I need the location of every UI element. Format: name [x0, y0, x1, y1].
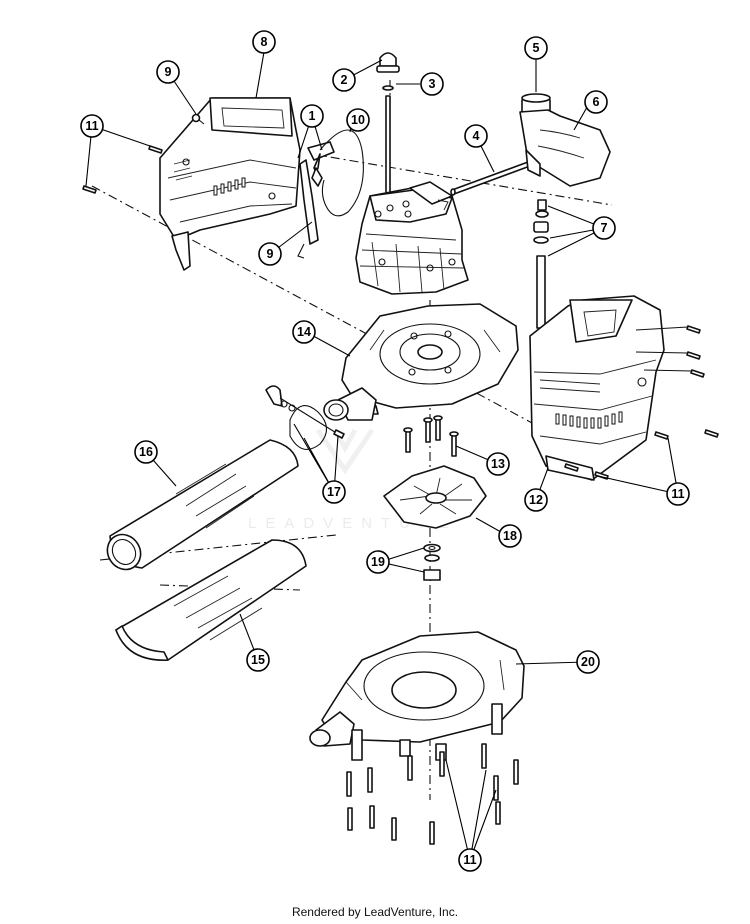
- callout-11-upper-left: 11: [80, 114, 104, 138]
- svg-text:12: 12: [529, 493, 543, 507]
- callout-18: 18: [498, 524, 522, 548]
- blower-nozzle-15: [115, 539, 307, 661]
- housing-vent-slots: [213, 177, 246, 196]
- washers-and-nut: [423, 543, 441, 581]
- callout-10: 10: [346, 108, 370, 132]
- callout-17: 17: [322, 480, 346, 504]
- screws-11-lower: [346, 743, 519, 845]
- svg-text:3: 3: [429, 77, 436, 91]
- svg-text:8: 8: [261, 35, 268, 49]
- callout-11-bottom: 11: [458, 848, 482, 872]
- callout-6: 6: [584, 90, 608, 114]
- svg-text:11: 11: [85, 119, 98, 133]
- svg-text:13: 13: [491, 457, 505, 471]
- svg-text:7: 7: [601, 221, 608, 235]
- callout-16: 16: [134, 440, 158, 464]
- housing-right-half: [529, 295, 665, 481]
- callout-13: 13: [486, 452, 510, 476]
- callout-8: 8: [252, 30, 276, 54]
- throttle-rod: [450, 161, 531, 196]
- svg-text:11: 11: [671, 487, 684, 501]
- callout-9-bottom: 9: [258, 242, 282, 266]
- svg-text:1: 1: [309, 109, 316, 123]
- right-housing-vent-slots: [555, 411, 623, 429]
- footer-credit: Rendered by LeadVenture, Inc.: [291, 905, 459, 919]
- svg-text:10: 10: [351, 113, 365, 127]
- housing-left-half: [159, 97, 301, 271]
- screw-9-top: [191, 113, 205, 125]
- callout-9-top: 9: [156, 60, 180, 84]
- svg-text:5: 5: [533, 41, 540, 55]
- callout-3: 3: [420, 72, 444, 96]
- blower-tube-16: [106, 439, 299, 571]
- engine: [355, 181, 469, 295]
- lower-blower-housing: [309, 631, 525, 761]
- svg-text:19: 19: [371, 555, 385, 569]
- watermark-text: LEADVENTURE: [248, 515, 458, 532]
- screws-13: [403, 415, 459, 457]
- svg-text:17: 17: [327, 485, 341, 499]
- callout-11-right: 11: [666, 482, 690, 506]
- callout-2: 2: [332, 68, 356, 92]
- screws-11-right: [564, 325, 719, 480]
- svg-text:14: 14: [297, 325, 311, 339]
- svg-text:9: 9: [267, 247, 274, 261]
- callout-20: 20: [576, 650, 600, 674]
- callout-12: 12: [524, 488, 548, 512]
- screws-11-upper-left: [82, 145, 163, 194]
- svg-text:18: 18: [503, 529, 517, 543]
- svg-text:4: 4: [473, 129, 480, 143]
- svg-text:16: 16: [139, 445, 153, 459]
- spacer-stud-set: [533, 199, 549, 329]
- impeller-fan: [383, 465, 487, 529]
- callout-19: 19: [366, 550, 390, 574]
- callout-15: 15: [246, 648, 270, 672]
- svg-text:11: 11: [463, 853, 476, 867]
- throttle-linkage: [297, 129, 364, 259]
- callout-5: 5: [524, 36, 548, 60]
- fuel-tank: [519, 93, 611, 187]
- svg-text:2: 2: [341, 73, 348, 87]
- callout-7: 7: [592, 216, 616, 240]
- svg-text:9: 9: [165, 65, 172, 79]
- callout-14: 14: [292, 320, 316, 344]
- fan-housing-plate: [323, 303, 519, 421]
- svg-text:15: 15: [251, 653, 265, 667]
- svg-text:6: 6: [593, 95, 600, 109]
- tube-clamp: [265, 385, 345, 450]
- primer-assembly: [376, 52, 400, 197]
- callout-4: 4: [464, 124, 488, 148]
- svg-text:20: 20: [581, 655, 595, 669]
- callout-1: 1: [300, 104, 324, 128]
